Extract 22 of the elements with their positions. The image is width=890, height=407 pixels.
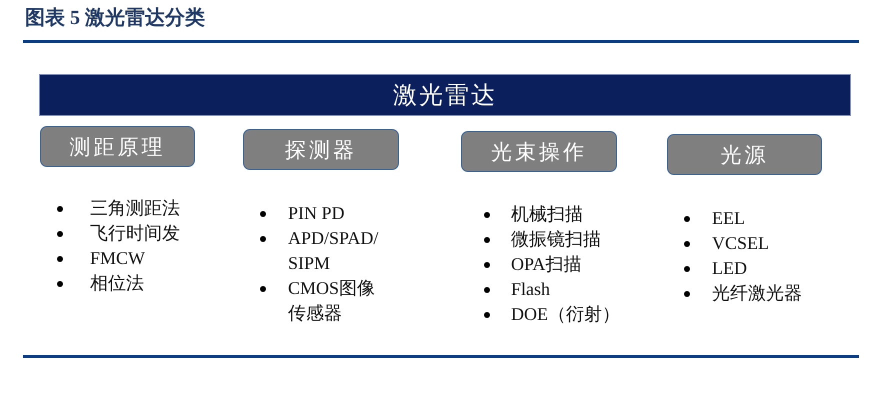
list-item-text: 三角测距法 (90, 197, 181, 220)
list-item-text: 机械扫描 (511, 203, 584, 226)
category-header: 光束操作 (461, 131, 617, 172)
category-header: 测距原理 (40, 126, 195, 167)
list-item-text: Flash (511, 278, 552, 301)
list-item-text: APD/SPAD/SIPM (288, 227, 380, 275)
title-banner: 激光雷达 (39, 74, 851, 116)
list-item-text: PIN PD (288, 202, 346, 225)
list-item-text: 光纤激光器 (712, 282, 803, 305)
list-item-text: OPA扫描 (511, 253, 582, 276)
list-item-text: 微振镜扫描 (511, 228, 602, 251)
list-item-text: CMOS图像传感器 (288, 277, 376, 325)
category-header: 探测器 (243, 129, 399, 170)
list-item-text: LED (712, 257, 748, 280)
list-item-text: DOE（衍射） (511, 303, 621, 326)
category-header: 光源 (667, 134, 822, 175)
figure-title: 图表 5 激光雷达分类 (25, 6, 205, 31)
list-item-text: 飞行时间发 (90, 222, 181, 245)
list-item-text: 相位法 (90, 272, 145, 295)
list-item-text: VCSEL (712, 232, 770, 255)
list-item-text: EEL (712, 207, 746, 230)
list-item-text: FMCW (90, 247, 146, 270)
